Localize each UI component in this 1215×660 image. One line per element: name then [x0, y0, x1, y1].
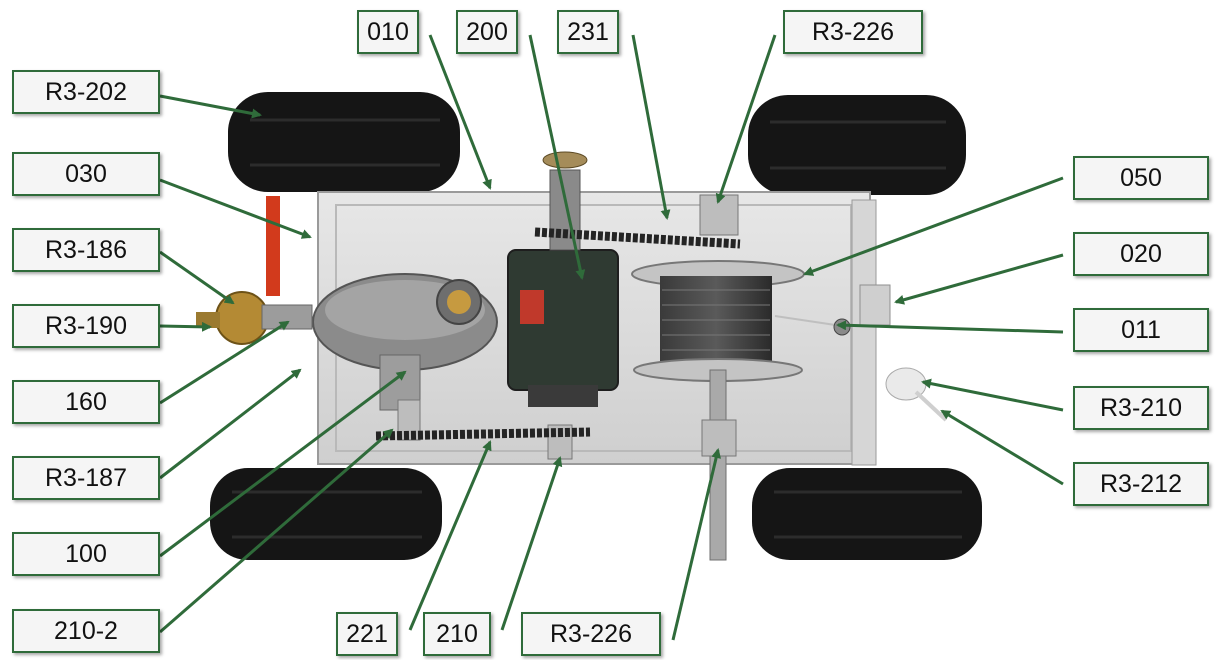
wheel-rear-right [752, 468, 982, 560]
arrow-r3-210 [921, 378, 1064, 412]
label-160: 160 [12, 380, 160, 424]
cable-drum [660, 276, 772, 368]
label-100: 100 [12, 532, 160, 576]
label-r3-226-top: R3-226 [783, 10, 923, 54]
arrow-210 [500, 456, 563, 631]
brass-valve [215, 291, 269, 345]
arrow-020 [894, 253, 1064, 305]
arrow-r3-202 [159, 94, 262, 119]
red-lever [266, 196, 280, 296]
label-r3-186: R3-186 [12, 228, 160, 272]
label-010: 010 [357, 10, 419, 54]
wheel-front-left [228, 92, 460, 192]
label-210-2: 210-2 [12, 609, 160, 653]
label-030: 030 [12, 152, 160, 196]
lower-chain [375, 427, 591, 441]
label-020: 020 [1073, 232, 1209, 276]
side-bracket [851, 199, 877, 466]
arrow-r3-186 [159, 250, 235, 305]
arrow-r3-226-top [715, 34, 777, 204]
arrow-231 [631, 34, 671, 220]
label-r3-226-bottom: R3-226 [521, 612, 661, 656]
wheel-rear-left [210, 468, 442, 560]
arrow-r3-212 [940, 409, 1064, 486]
label-r3-187: R3-187 [12, 456, 160, 500]
arrow-210-2 [159, 428, 394, 634]
drum-shaft [709, 369, 727, 561]
arrow-r3-226-bottom [671, 448, 722, 641]
label-050: 050 [1073, 156, 1209, 200]
label-r3-210: R3-210 [1073, 386, 1209, 430]
arrow-100 [159, 370, 407, 558]
arrow-r3-187 [159, 368, 302, 480]
label-r3-202: R3-202 [12, 70, 160, 114]
label-r3-212: R3-212 [1073, 462, 1209, 506]
arrow-160 [159, 320, 290, 405]
arrow-010 [428, 34, 492, 190]
label-210: 210 [423, 612, 491, 656]
label-r3-190: R3-190 [12, 304, 160, 348]
upper-chain [534, 227, 741, 249]
arrow-221 [408, 440, 492, 631]
arrow-011 [836, 320, 1064, 334]
label-221: 221 [336, 612, 398, 656]
label-011: 011 [1073, 308, 1209, 352]
arrow-050 [803, 176, 1064, 276]
label-200: 200 [456, 10, 518, 54]
arrow-200 [528, 34, 586, 280]
arrow-r3-190 [159, 321, 212, 332]
label-231: 231 [557, 10, 619, 54]
vehicle-photo [196, 92, 982, 561]
wheel-front-right [748, 95, 966, 195]
arrow-030 [159, 178, 312, 239]
